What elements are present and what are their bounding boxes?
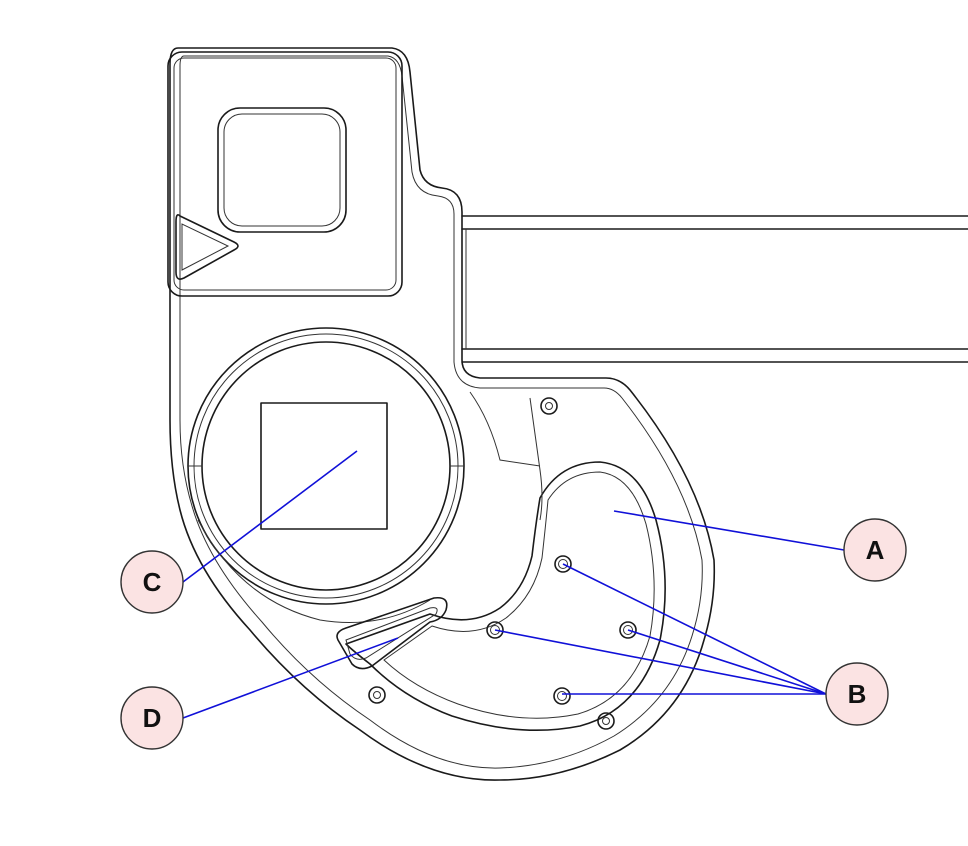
slot [336, 596, 448, 670]
square-insert [260, 402, 388, 530]
callout-a-label: A [866, 535, 885, 565]
callout-a: A [843, 518, 907, 582]
leader-b-3 [627, 629, 827, 695]
horizontal-arm [461, 215, 968, 363]
leader-d [182, 637, 399, 719]
hole [553, 687, 571, 705]
callout-d-label: D [143, 703, 162, 733]
square-window [217, 107, 347, 233]
hole [619, 621, 637, 639]
round-hub [187, 327, 465, 623]
screw [597, 712, 615, 730]
recessed-pocket [345, 391, 666, 732]
leader-a [613, 510, 845, 551]
mounting-holes [486, 555, 637, 705]
upper-block [167, 51, 403, 297]
callout-c-label: C [143, 567, 162, 597]
leader-b-2 [494, 629, 827, 695]
callout-b: B [825, 662, 889, 726]
housing-outline [169, 47, 716, 781]
leader-lines [182, 450, 845, 719]
callout-c: C [120, 550, 184, 614]
triangle-marker [175, 214, 239, 280]
leader-c [182, 450, 358, 583]
hole [554, 555, 572, 573]
leader-b-1 [562, 563, 827, 695]
screws [368, 397, 615, 730]
screw [540, 397, 558, 415]
callout-d: D [120, 686, 184, 750]
hole [486, 621, 504, 639]
screw [368, 686, 386, 704]
callout-b-label: B [848, 679, 867, 709]
